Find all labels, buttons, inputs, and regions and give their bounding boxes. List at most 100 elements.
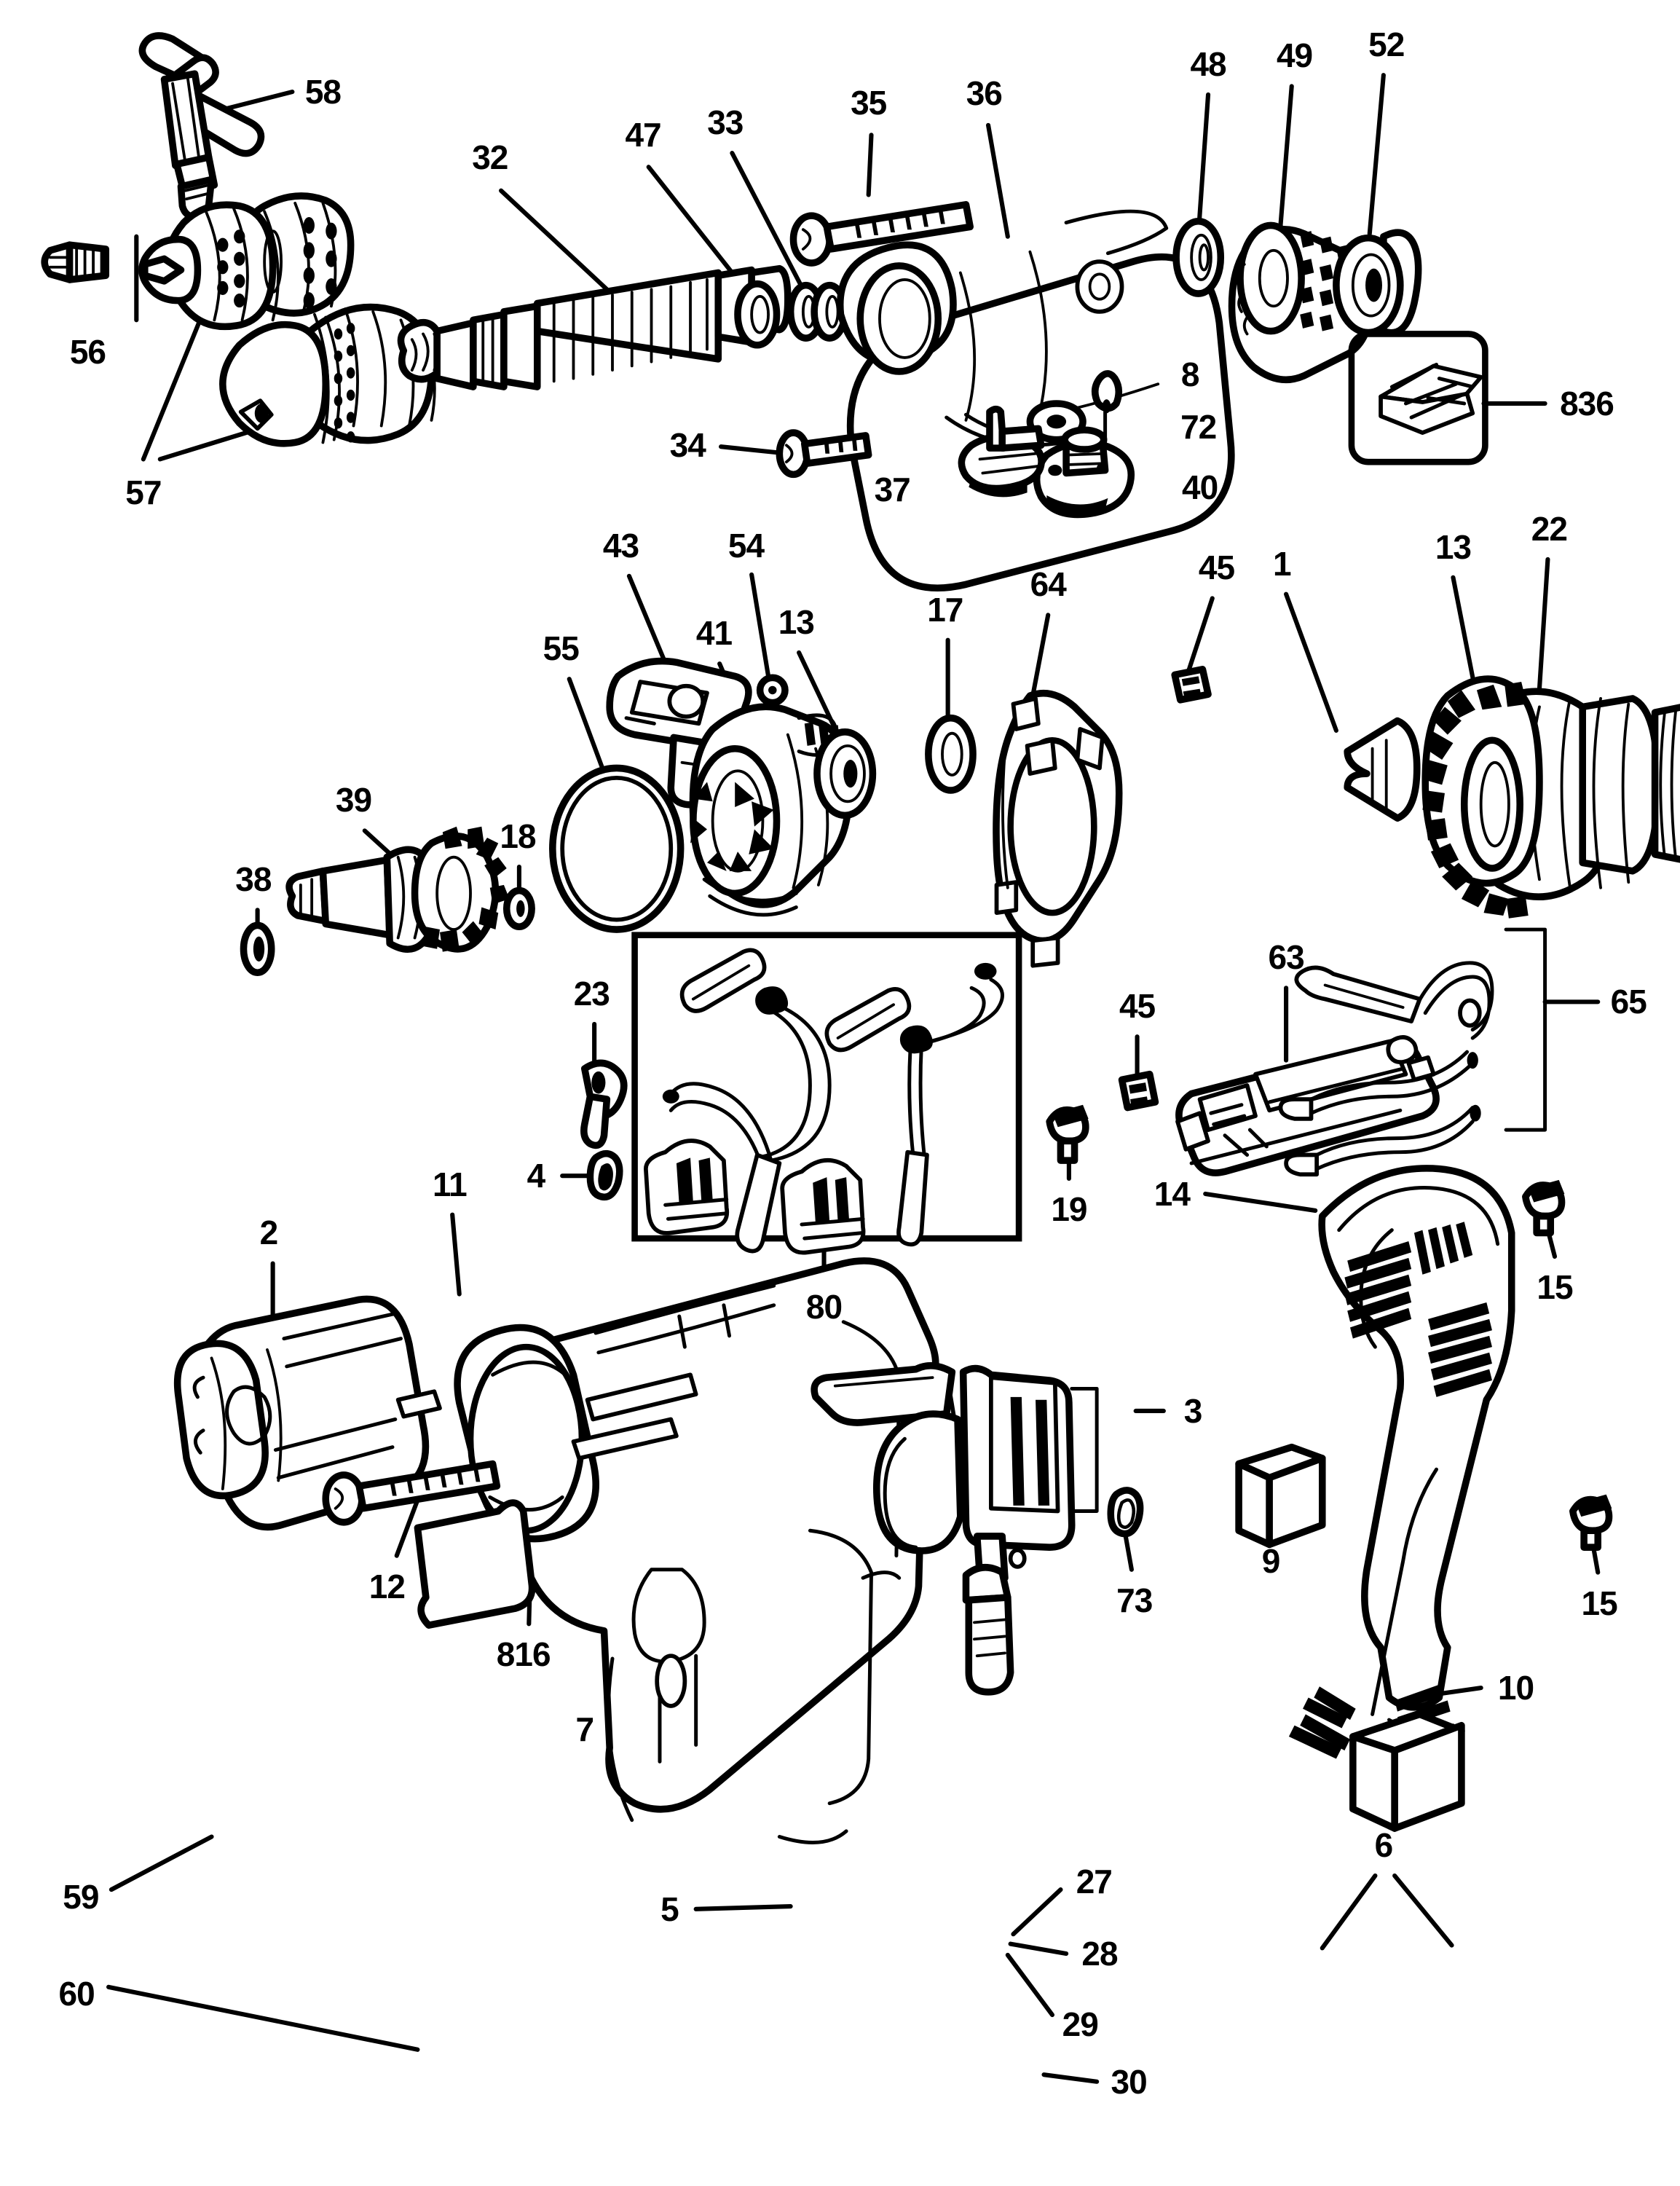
callout-4: 4 (527, 1157, 546, 1195)
part-armature (1344, 675, 1680, 919)
part-brush-and-lead-kit-box (631, 932, 1022, 1255)
callout-34: 34 (669, 426, 706, 465)
part-chuck-assembly-keyed (138, 192, 355, 331)
part-ball-bearing-small-18 (502, 886, 535, 931)
part-lead-wire-set-65 (1278, 927, 1547, 1177)
callout-64: 64 (1030, 565, 1067, 604)
callout-6: 6 (1374, 1825, 1394, 1864)
callout-30: 30 (1111, 2062, 1148, 2101)
callout-9: 9 (1261, 1542, 1281, 1581)
callout-836: 836 (1560, 384, 1614, 422)
callout-54: 54 (727, 526, 765, 565)
part-bushing-73 (1107, 1487, 1144, 1538)
callout-48: 48 (1190, 44, 1226, 83)
callout-80: 80 (805, 1287, 843, 1326)
callout-41: 41 (695, 614, 733, 653)
callout-45b: 45 (1119, 987, 1156, 1026)
callout-816: 816 (496, 1635, 551, 1674)
part-nameplate-kit-box (1348, 331, 1488, 465)
part-screw-short (776, 429, 872, 479)
part-screw-handle-15a (1522, 1179, 1566, 1237)
part-terminal-clip-45a (1171, 666, 1212, 704)
part-trigger-switch (811, 1362, 1099, 1696)
part-mode-selector-knob-40 (1033, 426, 1135, 519)
callout-27: 27 (1076, 1862, 1113, 1900)
callout-59: 59 (63, 1877, 99, 1916)
callout-13a: 13 (778, 602, 815, 641)
callout-15a: 15 (1537, 1267, 1573, 1306)
part-chuck-key (138, 32, 265, 246)
callout-8: 8 (1180, 355, 1200, 393)
callout-18: 18 (500, 817, 536, 856)
part-gear-case (836, 209, 1235, 591)
part-pinion-shaft (285, 826, 510, 953)
callout-17: 17 (927, 590, 963, 629)
callout-36: 36 (966, 74, 1003, 112)
callout-57: 57 (125, 473, 162, 512)
callout-35: 35 (851, 84, 887, 122)
part-screw-brush-19 (1046, 1104, 1089, 1164)
callout-3: 3 (1183, 1391, 1203, 1430)
callout-47: 47 (625, 116, 661, 154)
part-field-stator (173, 1295, 442, 1531)
callout-11: 11 (433, 1165, 468, 1203)
part-chuck-assembly-keyless (219, 303, 436, 447)
part-brush-plate-ring (993, 689, 1123, 968)
part-washer-33 (786, 281, 848, 342)
part-screw-long (789, 201, 974, 267)
callout-19: 19 (1051, 1190, 1087, 1228)
callout-33: 33 (707, 103, 744, 142)
callout-29: 29 (1062, 2005, 1099, 2044)
part-handle-cover (1318, 1165, 1515, 1757)
callout-2: 2 (259, 1214, 279, 1252)
callout-45a: 45 (1198, 549, 1235, 587)
part-o-ring-47 (734, 280, 781, 349)
part-screw-handle-15b (1569, 1494, 1613, 1551)
part-bushing-4 (586, 1149, 623, 1201)
callout-37: 37 (874, 471, 911, 509)
part-screw-housing-12 (322, 1460, 501, 1526)
part-terminal-clip-45b (1118, 1070, 1159, 1112)
part-washer-48 (1172, 217, 1225, 297)
callout-40: 40 (1181, 468, 1218, 506)
part-o-ring-large-55 (549, 764, 685, 933)
callout-14: 14 (1153, 1174, 1191, 1213)
callout-23: 23 (573, 974, 610, 1013)
callout-58: 58 (304, 73, 342, 111)
callout-63: 63 (1268, 938, 1304, 977)
callout-12: 12 (368, 1567, 406, 1605)
callout-15b: 15 (1581, 1584, 1618, 1622)
callout-60: 60 (58, 1975, 95, 2013)
part-motor-housing (454, 1257, 958, 1844)
callout-49: 49 (1276, 36, 1313, 75)
callout-55: 55 (543, 629, 580, 668)
callout-73: 73 (1116, 1581, 1153, 1619)
callout-22: 22 (1531, 509, 1568, 548)
part-ball-54 (756, 674, 789, 707)
callout-52: 52 (1368, 25, 1405, 64)
callout-56: 56 (69, 333, 106, 371)
callout-5: 5 (660, 1890, 679, 1928)
callout-65: 65 (1610, 983, 1647, 1021)
part-capacitor-9 (1235, 1443, 1326, 1549)
part-bearing-13a (813, 728, 877, 819)
callout-1: 1 (1273, 544, 1292, 583)
part-bearing-retainer (1333, 229, 1422, 337)
part-pin-8 (1091, 370, 1123, 414)
part-chuck-retaining-screw (41, 241, 110, 283)
callout-72: 72 (1180, 408, 1217, 447)
part-washer-thrust-38 (240, 921, 275, 977)
callout-38: 38 (235, 860, 272, 899)
part-suppressor-10 (1288, 1686, 1465, 1832)
callout-32: 32 (472, 138, 508, 176)
part-retaining-clip-23 (580, 1059, 628, 1149)
part-shifter-cam (958, 405, 1045, 498)
part-washer-felt-17 (925, 714, 977, 794)
callout-43: 43 (602, 526, 639, 565)
callout-10: 10 (1497, 1669, 1534, 1707)
part-gear-case-cover (689, 703, 853, 917)
callout-39: 39 (335, 781, 372, 819)
part-label-plate-816 (414, 1499, 536, 1629)
part-spindle (397, 264, 792, 390)
